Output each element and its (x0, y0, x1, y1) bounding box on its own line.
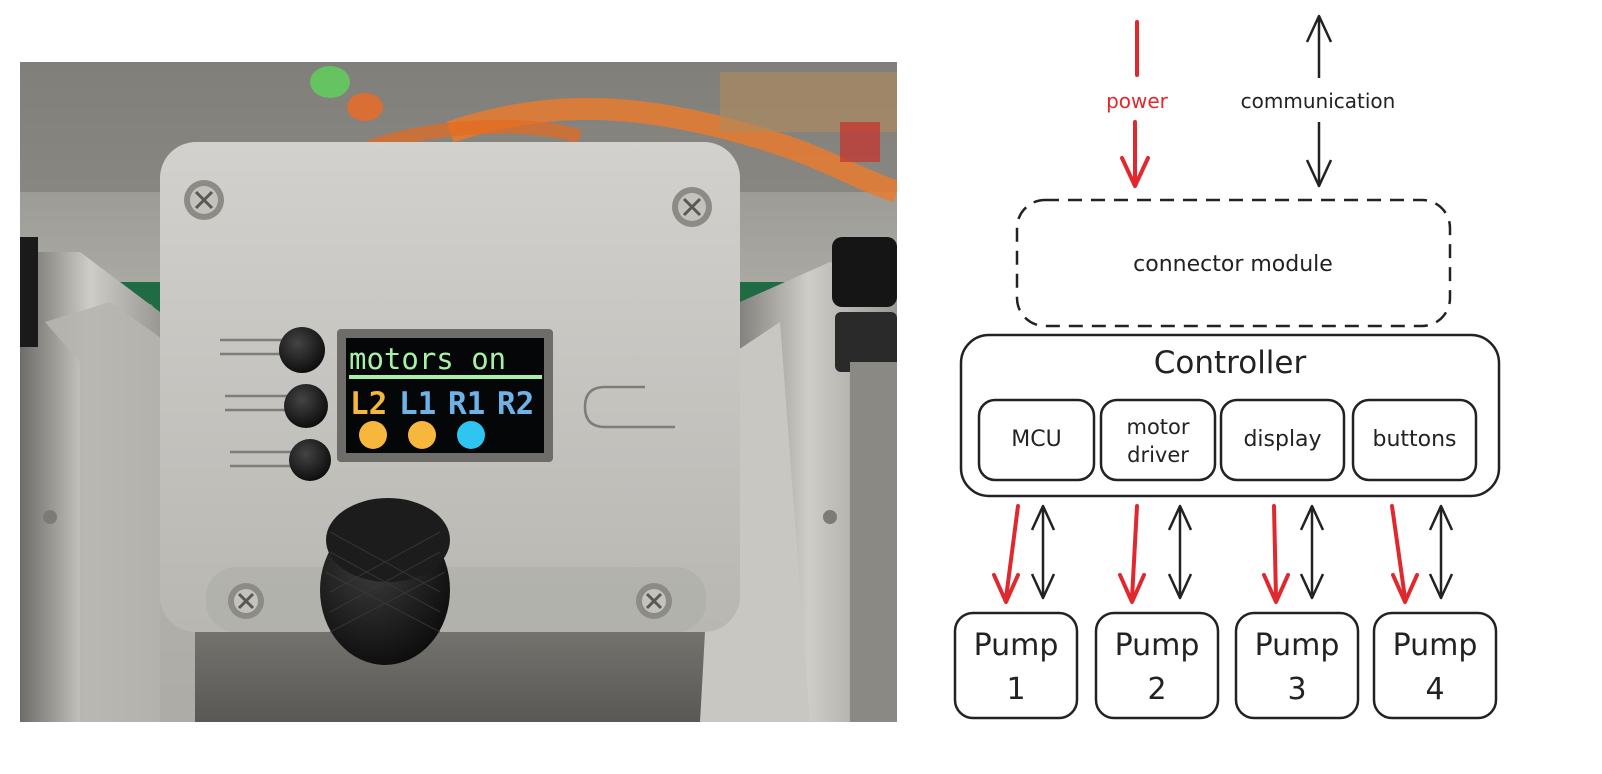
pump-comm-arrowhead-up-4 (1428, 504, 1454, 531)
pump-power-arrow-1 (1004, 504, 1020, 600)
controller-box (959, 333, 1501, 498)
pump-box-1 (953, 611, 1079, 720)
communication-label: communication (1241, 89, 1396, 113)
pump-comm-arrowhead-up-1 (1030, 504, 1056, 531)
screen-title: motors on (349, 342, 506, 376)
channel-label-l2: L2 (350, 386, 387, 422)
channel-indicator-dot (457, 421, 485, 449)
pump-label-3: Pump (1255, 628, 1340, 663)
connector-module-label: connector module (1133, 252, 1333, 277)
module-label-buttons: buttons (1372, 427, 1456, 452)
pump-number-2: 2 (1147, 672, 1166, 707)
pump-comm-arrowhead-down-3 (1299, 573, 1325, 600)
pump-box-3 (1234, 611, 1360, 720)
pump-power-arrowhead-3 (1262, 573, 1290, 604)
channel-label-r1: R1 (448, 386, 485, 422)
channel-indicator-dot (359, 421, 387, 449)
pump-comm-arrowhead-down-4 (1428, 573, 1454, 600)
pump-power-arrow-3 (1272, 504, 1278, 600)
module-label-display: display (1243, 427, 1321, 452)
architecture-diagram: power communication connector module Con… (953, 14, 1501, 720)
pump-label-2: Pump (1115, 628, 1200, 663)
channel-indicator-dot (408, 421, 436, 449)
pump-comm-arrowhead-up-3 (1299, 504, 1325, 531)
channel-label-l1: L1 (399, 386, 436, 422)
module-label-motor-driver-line1: motor (1126, 415, 1189, 439)
pump-comm-arrowhead-up-2 (1167, 504, 1193, 531)
screen-divider (349, 375, 542, 379)
pump-number-3: 3 (1287, 672, 1306, 707)
pump-number-1: 1 (1006, 672, 1025, 707)
pump-power-arrowhead-2 (1118, 573, 1146, 604)
module-box-display (1219, 398, 1346, 482)
pump-label-4: Pump (1393, 628, 1478, 663)
module-box-mcu (977, 398, 1096, 482)
module-box-motor-driver (1099, 398, 1217, 482)
pump-power-arrowhead-1 (992, 573, 1020, 604)
pump-box-4 (1372, 611, 1498, 720)
module-label-mcu: MCU (1011, 427, 1061, 452)
pump-comm-arrowhead-down-1 (1030, 573, 1056, 600)
device-photo: motors on L2 L1 R1 R2 (20, 62, 897, 722)
controller-title: Controller (1154, 345, 1307, 381)
connector-module-box (1015, 198, 1452, 328)
channel-label-r2: R2 (497, 386, 534, 422)
pump-number-4: 4 (1425, 672, 1444, 707)
module-label-motor-driver-line2: driver (1127, 443, 1189, 467)
pump-box-2 (1094, 611, 1220, 720)
pump-label-1: Pump (974, 628, 1059, 663)
pump-comm-arrowhead-down-2 (1167, 573, 1193, 600)
pump-power-arrowhead-4 (1391, 573, 1419, 604)
power-label: power (1106, 89, 1169, 113)
module-box-buttons (1351, 398, 1478, 482)
pump-power-arrow-4 (1390, 504, 1407, 600)
pump-power-arrow-2 (1130, 504, 1139, 600)
